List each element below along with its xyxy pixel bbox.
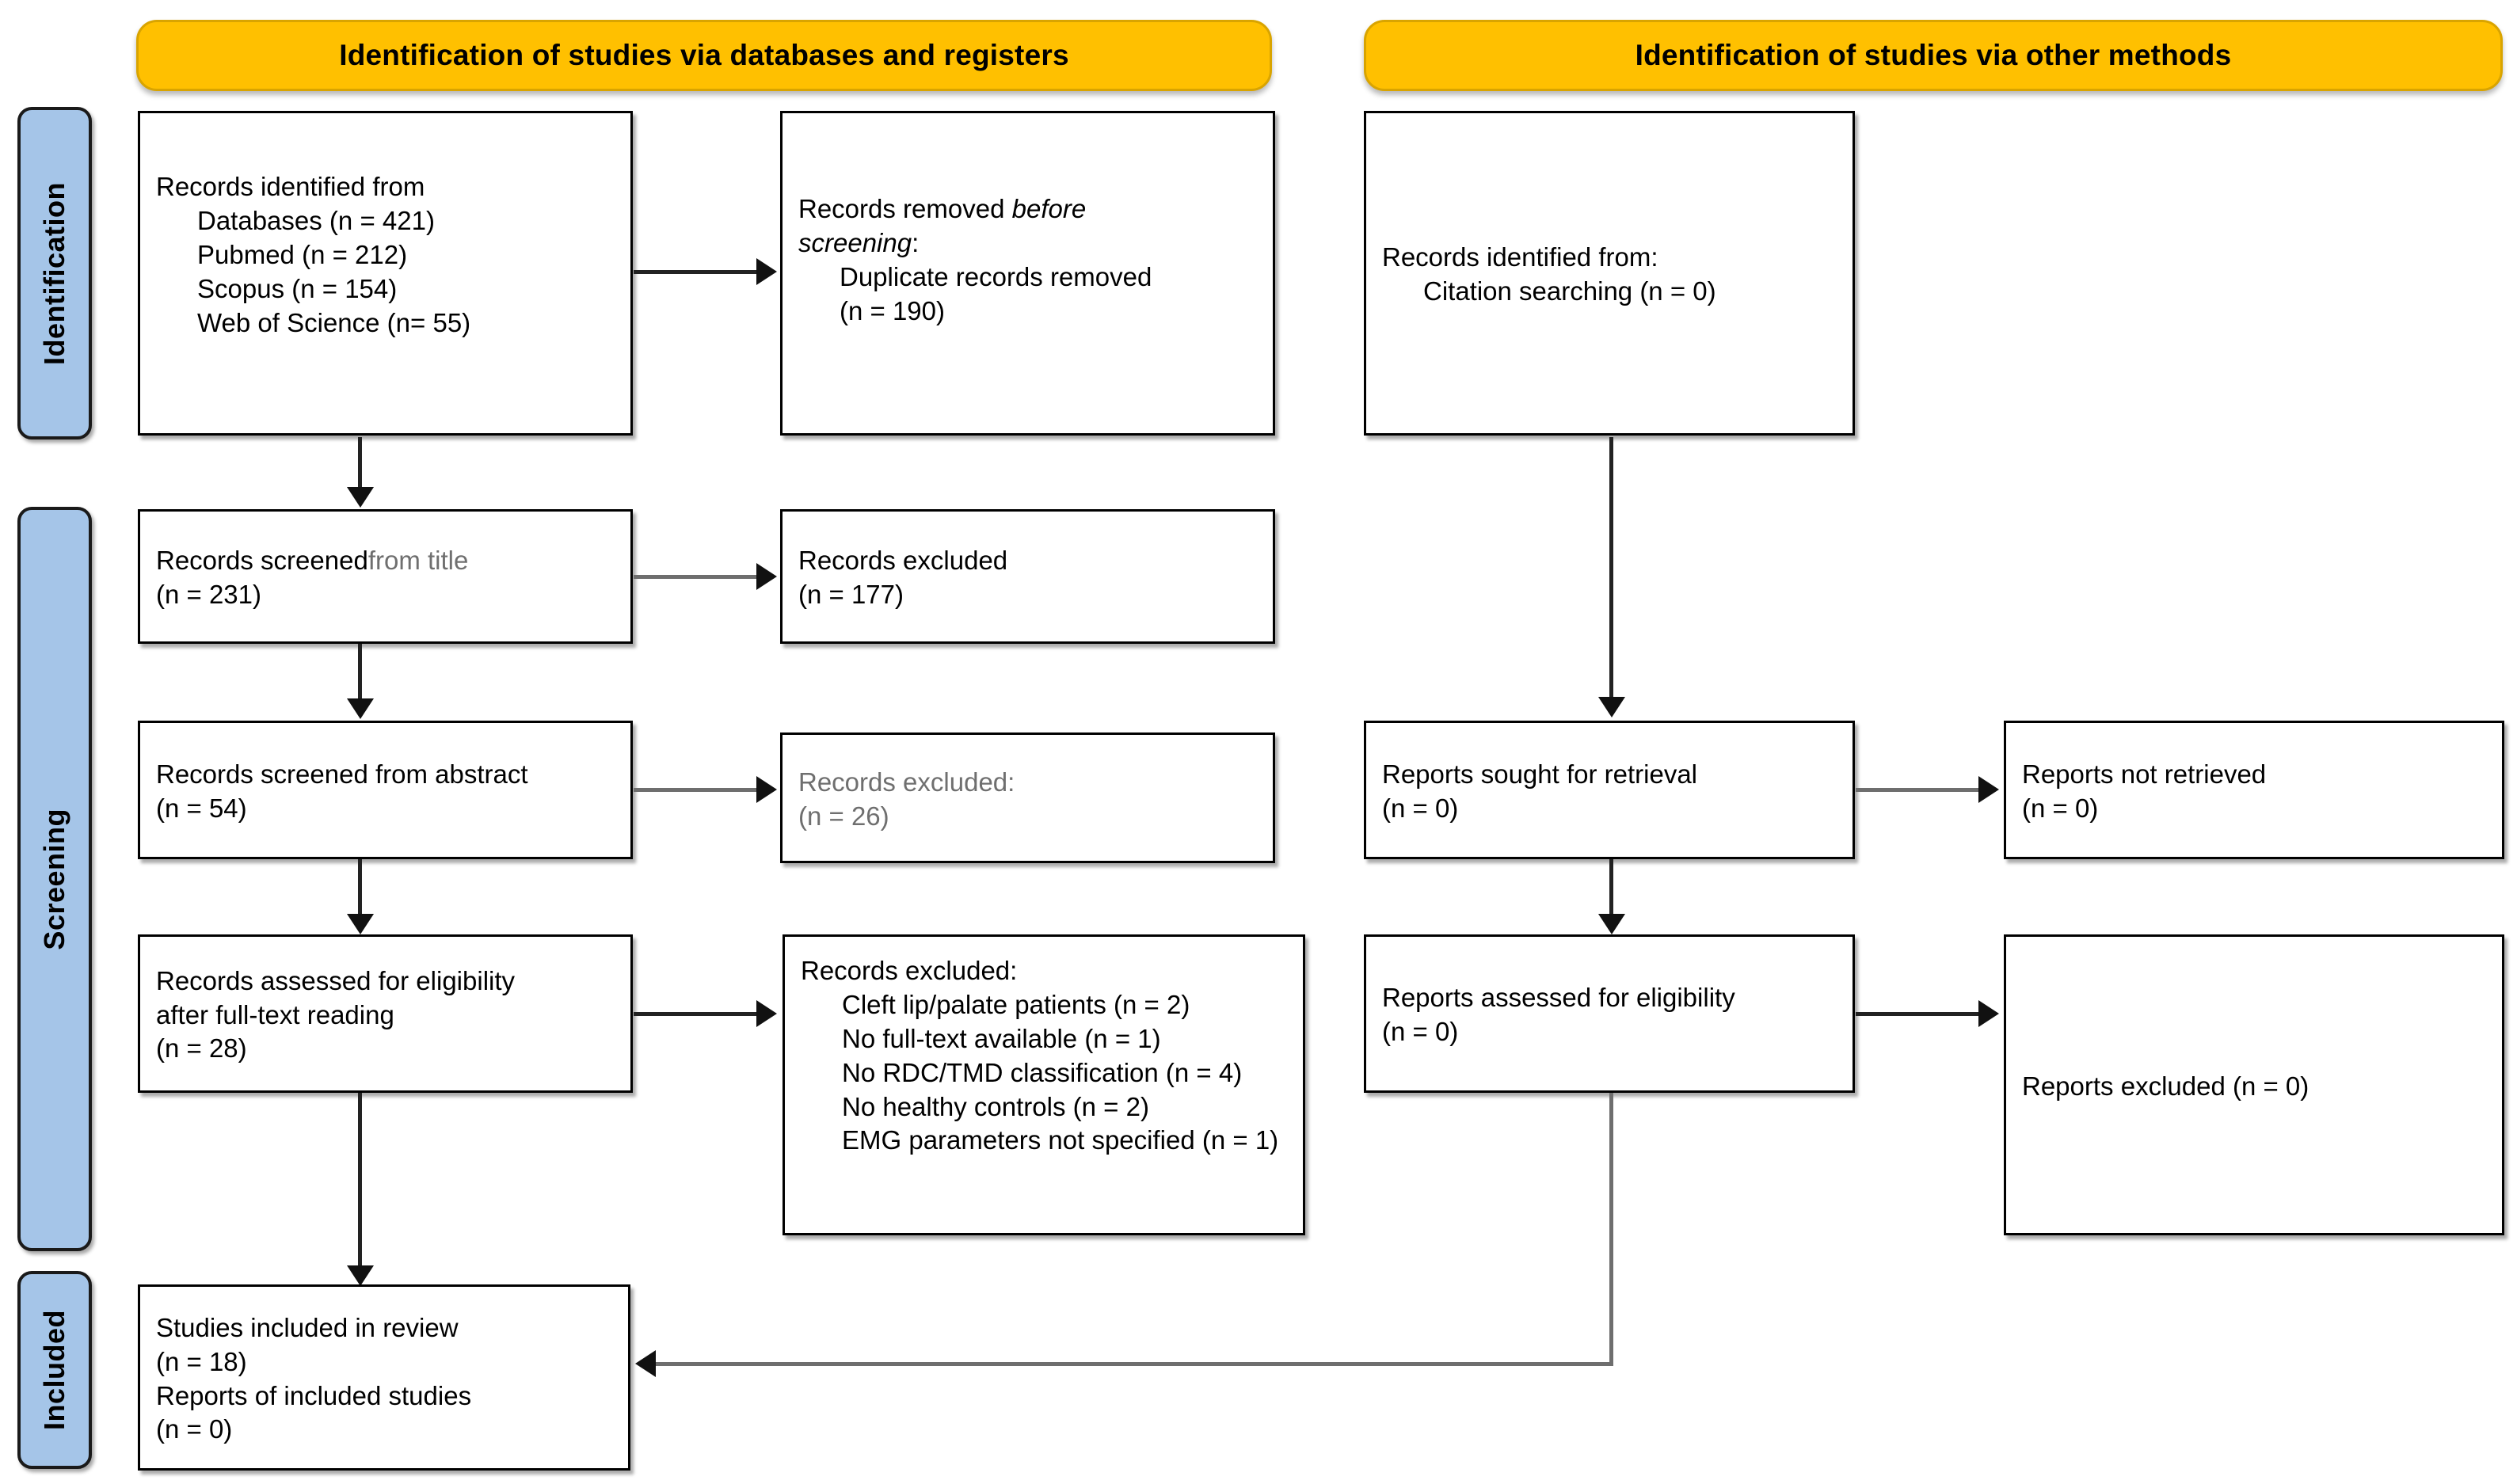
- phase-rail-screening: Screening: [17, 507, 92, 1251]
- box-records-screened-abstract: Records screened from abstract (n = 54): [138, 721, 633, 859]
- reports-assessed-line-1: (n = 0): [1382, 1017, 1459, 1046]
- arrowhead-abstract-to-excluded: [756, 776, 777, 803]
- reports-assessed-line-0: Reports assessed for eligibility: [1382, 983, 1735, 1013]
- records-excluded-abstract-line-0: Records excluded:: [798, 767, 1015, 797]
- records-identified-other-line-0: Records identified from:: [1382, 242, 1658, 272]
- header-other-methods: Identification of studies via other meth…: [1364, 20, 2503, 91]
- reports-excluded-line-0: Reports excluded (n = 0): [2022, 1071, 2309, 1101]
- arrowhead-abstract-to-eligibility: [347, 914, 374, 934]
- connector-identified-to-removed: [634, 270, 756, 274]
- studies-included-line-0: Studies included in review: [156, 1312, 459, 1342]
- arrowhead-reports-to-included: [635, 1350, 656, 1377]
- studies-included-line-1: (n = 18): [156, 1346, 247, 1376]
- header-other-label: Identification of studies via other meth…: [1635, 39, 2232, 71]
- header-databases-label: Identification of studies via databases …: [339, 39, 1069, 71]
- box-records-identified: Records identified from Databases (n = 4…: [138, 111, 633, 436]
- records-assessed-line-1: after full-text reading: [156, 999, 394, 1029]
- arrowhead-sought-to-assessed: [1598, 914, 1625, 934]
- records-assessed-line-0: Records assessed for eligibility: [156, 965, 516, 995]
- connector-other-to-sought: [1609, 437, 1613, 698]
- reports-not-retrieved-line-1: (n = 0): [2022, 793, 2099, 823]
- arrowhead-assessed-to-included: [347, 1265, 374, 1286]
- connector-assessed-to-excluded: [634, 1012, 756, 1016]
- records-removed-line-0: Records removed before: [798, 194, 1087, 223]
- records-removed-line-2: Duplicate records removed: [840, 261, 1152, 291]
- reports-not-retrieved-line-0: Reports not retrieved: [2022, 759, 2267, 789]
- box-records-identified-other: Records identified from: Citation search…: [1364, 111, 1855, 436]
- phase-label-included: Included: [38, 1309, 70, 1430]
- records-excluded-fulltext-reason-2: No RDC/TMD classification (n = 4): [842, 1057, 1243, 1087]
- connector-reports-to-included: [656, 1362, 1613, 1366]
- records-excluded-abstract-line-1: (n = 26): [798, 801, 889, 831]
- box-records-assessed: Records assessed for eligibility after f…: [138, 934, 633, 1093]
- arrowhead-other-to-sought: [1598, 697, 1625, 717]
- reports-sought-line-0: Reports sought for retrieval: [1382, 759, 1698, 789]
- box-records-screened-title: Records screenedfrom title (n = 231): [138, 509, 633, 644]
- connector-abstract-to-excluded: [634, 788, 756, 792]
- connector-screened-title-to-excluded: [634, 575, 756, 579]
- arrowhead-identified-to-screened: [347, 487, 374, 508]
- records-excluded-fulltext-reason-4: EMG parameters not specified (n = 1): [842, 1125, 1279, 1155]
- box-reports-sought: Reports sought for retrieval (n = 0): [1364, 721, 1855, 859]
- records-identified-line-2: Pubmed (n = 212): [197, 239, 408, 269]
- connector-assessed-to-reports-excluded: [1856, 1012, 1978, 1016]
- arrowhead-title-to-abstract: [347, 698, 374, 719]
- records-identified-other-line-1: Citation searching (n = 0): [1423, 276, 1716, 306]
- phase-rail-included: Included: [17, 1271, 92, 1469]
- records-identified-line-4: Web of Science (n= 55): [197, 307, 471, 337]
- connector-sought-to-assessed: [1609, 859, 1613, 916]
- box-records-excluded-title: Records excluded (n = 177): [780, 509, 1275, 644]
- records-screened-title-line-0: Records screenedfrom title: [156, 546, 469, 576]
- records-assessed-line-2: (n = 28): [156, 1033, 247, 1064]
- arrowhead-assessed-to-reports-excluded: [1978, 1000, 1999, 1027]
- box-reports-excluded: Reports excluded (n = 0): [2004, 934, 2504, 1235]
- phase-label-screening: Screening: [38, 808, 70, 950]
- records-identified-line-3: Scopus (n = 154): [197, 273, 398, 303]
- header-databases-registers: Identification of studies via databases …: [136, 20, 1272, 91]
- box-reports-assessed: Reports assessed for eligibility (n = 0): [1364, 934, 1855, 1093]
- records-excluded-title-line-1: (n = 177): [798, 580, 904, 609]
- arrowhead-screened-title-to-excluded: [756, 563, 777, 590]
- box-records-removed: Records removed before screening: Duplic…: [780, 111, 1275, 436]
- records-screened-abstract-line-0: Records screened from abstract: [156, 759, 528, 789]
- records-removed-line-3: (n = 190): [840, 295, 945, 325]
- records-excluded-fulltext-reason-0: Cleft lip/palate patients (n = 2): [842, 989, 1190, 1019]
- connector-sought-to-not-retrieved: [1856, 788, 1978, 792]
- records-identified-line-0: Records identified from: [156, 172, 425, 201]
- records-excluded-fulltext-heading: Records excluded:: [801, 956, 1018, 985]
- records-screened-title-line-1: (n = 231): [156, 580, 261, 609]
- arrowhead-identified-to-removed: [756, 258, 777, 285]
- records-excluded-title-line-0: Records excluded: [798, 546, 1008, 576]
- box-studies-included: Studies included in review (n = 18) Repo…: [138, 1284, 630, 1471]
- connector-assessed-to-included: [358, 1093, 362, 1269]
- records-screened-abstract-line-1: (n = 54): [156, 793, 247, 823]
- reports-sought-line-1: (n = 0): [1382, 793, 1459, 823]
- connector-abstract-to-eligibility: [358, 859, 362, 916]
- phase-rail-identification: Identification: [17, 107, 92, 439]
- connector-reports-assessed-down: [1609, 1093, 1613, 1366]
- records-removed-line-1: screening:: [798, 227, 920, 257]
- records-excluded-fulltext-reason-1: No full-text available (n = 1): [842, 1023, 1161, 1053]
- arrowhead-assessed-to-excluded: [756, 1000, 777, 1027]
- studies-included-line-3: (n = 0): [156, 1414, 233, 1444]
- box-records-excluded-fulltext: Records excluded: Cleft lip/palate patie…: [783, 934, 1305, 1235]
- arrowhead-sought-to-not-retrieved: [1978, 776, 1999, 803]
- box-reports-not-retrieved: Reports not retrieved (n = 0): [2004, 721, 2504, 859]
- studies-included-line-2: Reports of included studies: [156, 1380, 472, 1410]
- records-excluded-fulltext-reason-3: No healthy controls (n = 2): [842, 1091, 1149, 1121]
- box-records-excluded-abstract: Records excluded: (n = 26): [780, 732, 1275, 863]
- connector-title-to-abstract: [358, 644, 362, 701]
- connector-identified-to-screened: [358, 437, 362, 489]
- records-identified-line-1: Databases (n = 421): [197, 205, 435, 235]
- phase-label-identification: Identification: [38, 181, 70, 365]
